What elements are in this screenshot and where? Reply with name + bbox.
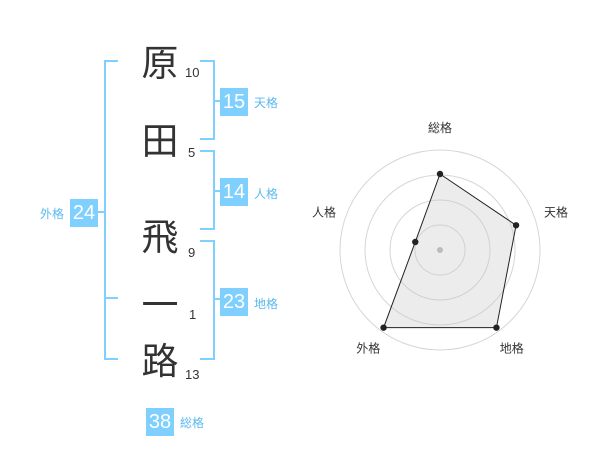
radar-point-4 (380, 324, 387, 331)
stroke-count-2: 5 (188, 145, 196, 160)
tenkaku-label: 天格 (254, 96, 279, 110)
chikaku-label: 地格 (254, 297, 279, 311)
chikaku-bracket (200, 240, 215, 360)
stroke-count-3: 9 (188, 245, 196, 260)
radar-axis-label-4: 外格 (356, 341, 380, 356)
radar-axis-label-2: 天格 (544, 204, 568, 219)
radar-point-2 (512, 222, 520, 229)
jinkaku-value: 14 (220, 178, 248, 206)
name-char-4: 一 (141, 284, 179, 327)
name-char-1: 原 (141, 42, 179, 85)
stroke-count-1: 10 (185, 65, 200, 80)
chikaku-connector (215, 298, 220, 300)
jinkaku-connector (215, 190, 220, 192)
radar-area (382, 173, 517, 329)
tenkaku-bracket (200, 60, 215, 140)
radar-point-5 (412, 238, 419, 246)
soukaku-value: 38 (146, 408, 174, 436)
name-char-5: 路 (141, 340, 179, 383)
radar-point-1 (436, 170, 444, 178)
tenkaku-value: 15 (220, 88, 248, 116)
radar-axis-label-3: 地格 (500, 341, 524, 356)
radar-point-3 (493, 324, 500, 331)
jinkaku-label: 人格 (254, 187, 279, 201)
name-char-3: 飛 (141, 216, 179, 259)
gaikaku-value: 24 (70, 199, 98, 227)
gaikaku-connector (98, 211, 104, 213)
radar-ring (389, 199, 491, 301)
radar-axis-label-5: 人格 (312, 204, 336, 219)
radar-ring (339, 149, 541, 351)
gaikaku-bracket-tick (104, 297, 118, 299)
gaikaku-bracket (104, 60, 118, 360)
radar-center (437, 247, 443, 253)
radar-ring (414, 224, 466, 276)
chikaku-value: 23 (220, 288, 248, 316)
radar-axis-label-1: 総格 (428, 120, 452, 135)
gaikaku-label: 外格 (40, 207, 65, 221)
tenkaku-connector (215, 100, 220, 102)
soukaku-label: 総格 (180, 416, 205, 430)
stroke-count-5: 13 (185, 367, 200, 382)
jinkaku-bracket (200, 150, 215, 230)
stroke-count-4: 1 (189, 307, 197, 322)
name-char-2: 田 (141, 120, 179, 163)
